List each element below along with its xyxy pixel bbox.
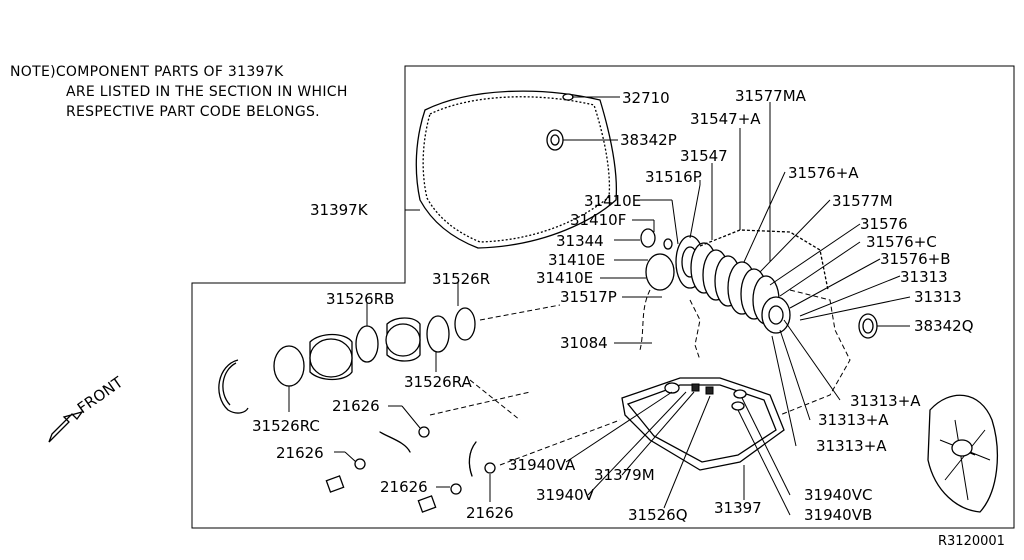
label-31516p: 31516P [645, 168, 702, 186]
cover-gasket-inner [422, 96, 611, 243]
label-31576-a: 31576+A [788, 164, 859, 182]
drum-31410e [645, 253, 675, 291]
cover-gasket-shape [415, 90, 617, 249]
bolt-b [417, 495, 437, 513]
reference-code: R3120001 [938, 534, 1005, 549]
oil-filter-31379m [664, 382, 680, 394]
converter-housing-ribs [939, 419, 991, 501]
label-31397: 31397 [714, 499, 762, 517]
part-labels: 32710 31577MA 31547+A 38342P 31547 31576… [252, 87, 974, 524]
label-31526rb: 31526RB [326, 290, 394, 308]
note-line-3: RESPECTIVE PART CODE BELONGS. [66, 104, 320, 120]
label-31410f: 31410F [570, 211, 626, 229]
label-31397k: 31397K [310, 201, 369, 219]
label-31084: 31084 [560, 334, 608, 352]
ring-31526rc [273, 345, 305, 387]
label-31344: 31344 [556, 232, 604, 250]
drum-31526rb-face [309, 338, 353, 378]
ring-31410f [640, 228, 656, 248]
label-31576-b: 31576+B [880, 250, 951, 268]
label-31526q: 31526Q [628, 506, 688, 524]
drum-31526ra-face [385, 323, 421, 357]
case-outline [639, 289, 851, 416]
snap-ring-inner [222, 362, 237, 406]
front-label: FRONT [74, 373, 127, 418]
label-31577m: 31577M [832, 192, 893, 210]
ring-31526r [454, 307, 476, 341]
seal-38342p-inner [550, 134, 560, 146]
label-31313-2: 31313 [914, 288, 962, 306]
label-31940v: 31940V [536, 486, 595, 504]
o-ring-21626-b [354, 458, 366, 470]
label-21626-3: 21626 [380, 478, 428, 496]
label-21626-4: 21626 [466, 504, 514, 522]
o-ring-21626-c [450, 483, 462, 495]
label-31940va: 31940VA [508, 456, 576, 474]
ring-31526ra [426, 315, 450, 353]
hole-32710 [562, 93, 574, 101]
seal-38342q-inner [862, 318, 874, 334]
tube-a [379, 431, 411, 453]
o-ring-21626-d [484, 462, 496, 474]
diagram-frame [191, 65, 1015, 529]
front-arrow-icon [48, 410, 84, 443]
oil-pan-rim [626, 384, 777, 463]
label-31577ma: 31577MA [735, 87, 807, 105]
magnet-31526q-a [691, 383, 700, 392]
converter-housing-hub [951, 439, 973, 457]
label-31313-a-3: 31313+A [816, 437, 887, 455]
label-31313-1: 31313 [900, 268, 948, 286]
ring-31526rb [355, 325, 379, 363]
snap-ring [218, 359, 249, 414]
ring-31344 [663, 238, 673, 250]
label-31410e-1: 31410E [584, 192, 641, 210]
note-line-1: NOTE)COMPONENT PARTS OF 31397K [10, 64, 284, 80]
drain-31940vc [733, 389, 747, 399]
bearing-31313-inner [768, 305, 784, 325]
case-upper-rib [699, 229, 829, 291]
o-ring-21626-a [418, 426, 430, 438]
label-21626-1: 21626 [332, 397, 380, 415]
label-31379m: 31379M [594, 466, 655, 484]
label-21626-2: 21626 [276, 444, 324, 462]
leader-lines [288, 96, 911, 516]
tube-b-inner [468, 441, 477, 477]
label-38342p: 38342P [620, 131, 677, 149]
label-31526ra: 31526RA [404, 373, 473, 391]
tube-a-inner [379, 431, 411, 453]
magnet-31526q-b [705, 386, 714, 395]
label-31410e-2: 31410E [548, 251, 605, 269]
converter-housing [927, 394, 999, 513]
label-31517p: 31517P [560, 288, 617, 306]
oil-pan [621, 377, 785, 471]
label-31313-a-2: 31313+A [818, 411, 889, 429]
bolt-a [325, 475, 345, 493]
label-31940vb: 31940VB [804, 506, 872, 524]
label-31313-a-1: 31313+A [850, 392, 921, 410]
label-31576-c: 31576+C [866, 233, 937, 251]
label-38342q: 38342Q [914, 317, 974, 335]
label-31410e-3: 31410E [536, 269, 593, 287]
label-31547-a: 31547+A [690, 110, 761, 128]
label-31547: 31547 [680, 147, 728, 165]
label-31526rc: 31526RC [252, 417, 320, 435]
note-line-2: ARE LISTED IN THE SECTION IN WHICH [66, 84, 348, 100]
label-31526r: 31526R [432, 270, 490, 288]
label-31940vc: 31940VC [804, 486, 872, 504]
label-32710: 32710 [622, 89, 670, 107]
label-31576: 31576 [860, 215, 908, 233]
drain-31940vb [731, 401, 745, 411]
